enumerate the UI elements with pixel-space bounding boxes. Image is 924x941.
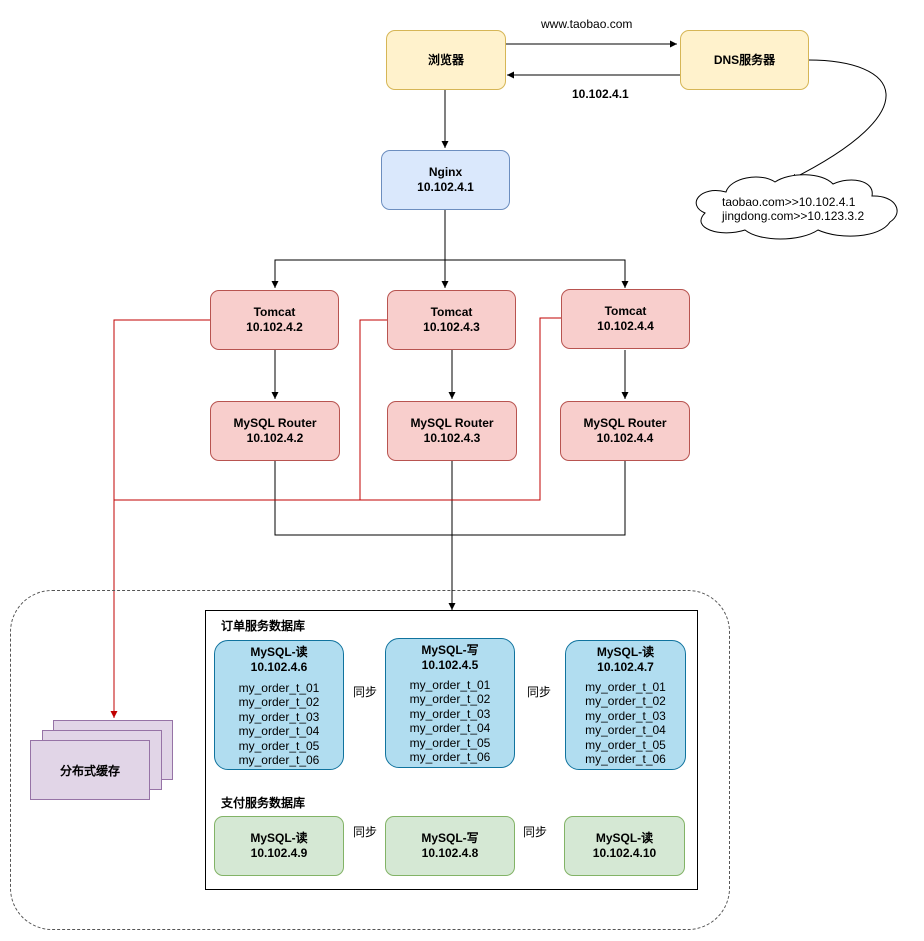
db-node-ip: 10.102.4.9 xyxy=(250,846,308,860)
table-list: my_order_t_01 my_order_t_02 my_order_t_0… xyxy=(410,678,491,764)
table-item: my_order_t_02 xyxy=(238,695,320,710)
table-item: my_order_t_06 xyxy=(409,750,491,765)
db-node-ip: 10.102.4.7 xyxy=(597,660,654,674)
pay-db-read-1: MySQL-读 10.102.4.9 xyxy=(214,816,344,876)
order-sync-label-left: 同步 xyxy=(353,685,378,699)
router-ip: 10.102.4.4 xyxy=(596,431,654,445)
db-node-ip: 10.102.4.8 xyxy=(421,846,479,860)
table-item: my_order_t_01 xyxy=(238,681,320,695)
tomcat-ip: 10.102.4.2 xyxy=(246,320,303,334)
dns-record: taobao.com>>10.102.4.1 xyxy=(722,195,856,209)
router-name: MySQL Router xyxy=(583,416,667,430)
table-item: my_order_t_04 xyxy=(409,721,491,736)
arrow-routers-to-db xyxy=(274,460,626,536)
cache-label: 分布式缓存 xyxy=(59,763,120,778)
db-node-name: MySQL-读 xyxy=(250,831,308,845)
router-ip: 10.102.4.2 xyxy=(246,431,304,445)
browser-node: 浏览器 xyxy=(386,30,506,90)
mysql-router-node-2: MySQL Router 10.102.4.3 xyxy=(387,401,517,461)
mysql-router-node-3: MySQL Router 10.102.4.4 xyxy=(560,401,690,461)
table-item: my_order_t_02 xyxy=(585,694,666,709)
nginx-node: Nginx 10.102.4.1 xyxy=(381,150,510,210)
router-name: MySQL Router xyxy=(410,416,494,430)
tomcat-name: Tomcat xyxy=(430,305,473,319)
db-node-name: MySQL-读 xyxy=(250,645,308,659)
pay-db-read-2: MySQL-读 10.102.4.10 xyxy=(564,816,685,876)
pay-sync-label-left: 同步 xyxy=(353,825,378,839)
router-ip: 10.102.4.3 xyxy=(423,431,481,445)
db-node-ip: 10.102.4.5 xyxy=(421,658,479,672)
table-item: my_order_t_03 xyxy=(409,706,491,721)
table-item: my_order_t_06 xyxy=(238,753,320,768)
dns-response-label: 10.102.4.1 xyxy=(572,87,629,101)
mysql-router-node-1: MySQL Router 10.102.4.2 xyxy=(210,401,340,461)
table-item: my_order_t_03 xyxy=(238,709,320,724)
table-list: my_order_t_01 my_order_t_02 my_order_t_0… xyxy=(585,680,666,766)
dns-record: jingdong.com>>10.123.3.2 xyxy=(722,209,865,223)
db-node-name: MySQL-读 xyxy=(596,645,655,659)
db-cluster-boundary xyxy=(10,590,730,930)
nginx-ip: 10.102.4.1 xyxy=(417,180,474,194)
table-item: my_order_t_02 xyxy=(409,692,491,707)
arrow-nginx-to-tomcats xyxy=(271,210,446,288)
table-item: my_order_t_05 xyxy=(238,738,320,753)
table-item: my_order_t_06 xyxy=(585,752,666,767)
tomcat-node-3: Tomcat 10.102.4.4 xyxy=(561,289,690,349)
dns-server-label: DNS服务器 xyxy=(713,52,776,67)
dns-records-text: taobao.com>>10.102.4.1 jingdong.com>>10.… xyxy=(722,195,864,223)
table-item: my_order_t_01 xyxy=(409,678,491,692)
table-item: my_order_t_01 xyxy=(585,680,666,694)
cache-layer-front xyxy=(30,740,150,800)
arrow-tomcats-to-cache xyxy=(110,319,210,718)
dns-server-node: DNS服务器 xyxy=(680,30,809,90)
table-list: my_order_t_01 my_order_t_02 my_order_t_0… xyxy=(239,681,320,767)
tomcat-name: Tomcat xyxy=(253,305,296,319)
dns-records-cloud xyxy=(695,174,898,240)
tomcat-node-1: Tomcat 10.102.4.2 xyxy=(210,290,339,350)
browser-label: 浏览器 xyxy=(427,52,464,67)
tomcat-name: Tomcat xyxy=(604,304,647,318)
order-db-read-1: MySQL-读 10.102.4.6 my_order_t_01 my_orde… xyxy=(214,640,344,770)
dns-query-label: www.taobao.com xyxy=(541,17,633,31)
tomcat-ip: 10.102.4.4 xyxy=(597,319,654,333)
db-node-name: MySQL-写 xyxy=(421,643,479,657)
router-name: MySQL Router xyxy=(233,416,317,430)
order-sync-label-right: 同步 xyxy=(527,685,552,699)
table-item: my_order_t_05 xyxy=(585,737,666,752)
table-item: my_order_t_04 xyxy=(238,724,320,739)
table-item: my_order_t_03 xyxy=(585,708,666,723)
db-node-name: MySQL-写 xyxy=(421,831,479,845)
table-item: my_order_t_04 xyxy=(585,723,666,738)
nginx-name: Nginx xyxy=(428,165,463,179)
arrow-dns-to-records xyxy=(789,59,887,181)
pay-db-title: 支付服务数据库 xyxy=(221,796,306,810)
order-db-read-2: MySQL-读 10.102.4.7 my_order_t_01 my_orde… xyxy=(565,640,686,770)
tomcat-node-2: Tomcat 10.102.4.3 xyxy=(387,290,516,350)
db-node-name: MySQL-读 xyxy=(595,831,654,845)
order-db-title: 订单服务数据库 xyxy=(221,619,306,633)
order-db-write: MySQL-写 10.102.4.5 my_order_t_01 my_orde… xyxy=(385,638,515,768)
db-node-ip: 10.102.4.10 xyxy=(592,846,657,860)
pay-sync-label-right: 同步 xyxy=(523,825,548,839)
pay-db-write: MySQL-写 10.102.4.8 xyxy=(385,816,515,876)
table-item: my_order_t_05 xyxy=(409,735,491,750)
db-node-ip: 10.102.4.6 xyxy=(250,660,308,674)
tomcat-ip: 10.102.4.3 xyxy=(423,320,480,334)
